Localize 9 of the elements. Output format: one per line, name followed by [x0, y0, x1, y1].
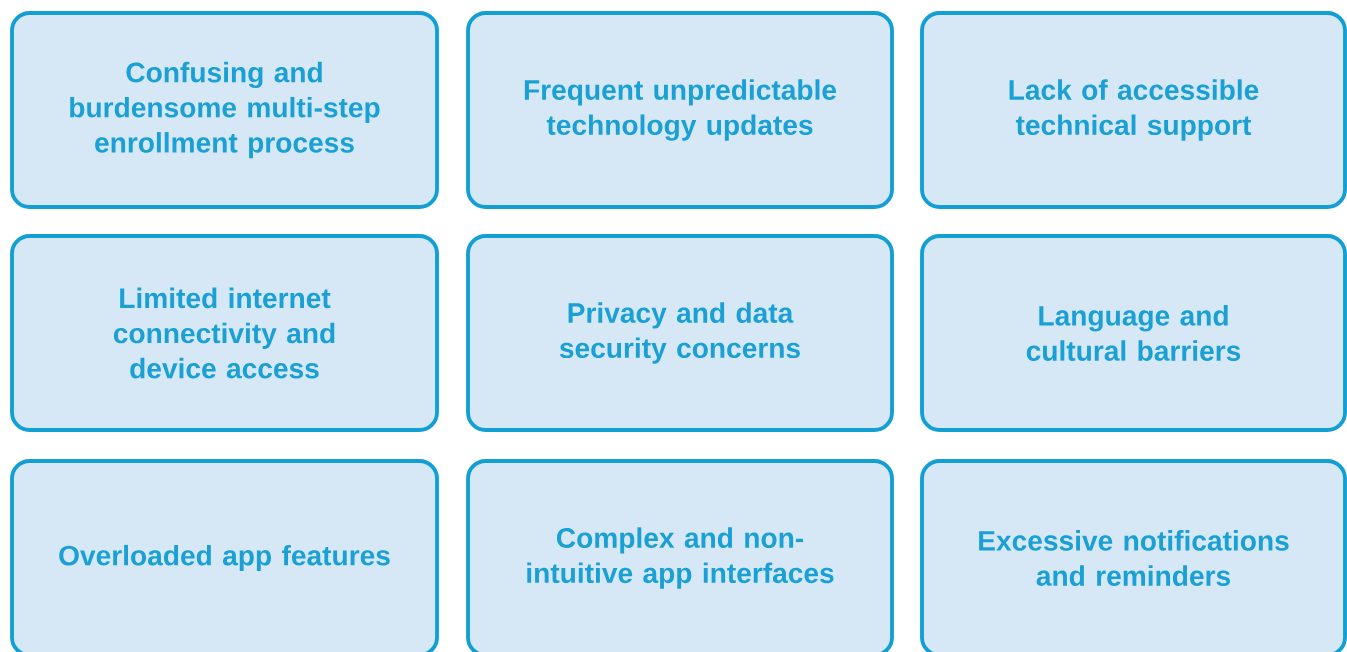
text-box: Confusing and burdensome multi-step enrollment process [10, 11, 439, 209]
text-box: Excessive notifications and reminders [920, 459, 1347, 652]
text-box: Lack of accessible technical support [920, 11, 1347, 209]
text-box: Complex and non-intuitive app interfaces [466, 459, 894, 652]
text-box: Frequent unpredictable technology updates [466, 11, 894, 209]
text-box: Overloaded app features [10, 459, 439, 652]
text-box: Privacy and data security concerns [466, 234, 894, 432]
text-box: Limited internet connectivity and device access [10, 234, 439, 432]
text-box: Language and cultural barriers [920, 234, 1347, 432]
